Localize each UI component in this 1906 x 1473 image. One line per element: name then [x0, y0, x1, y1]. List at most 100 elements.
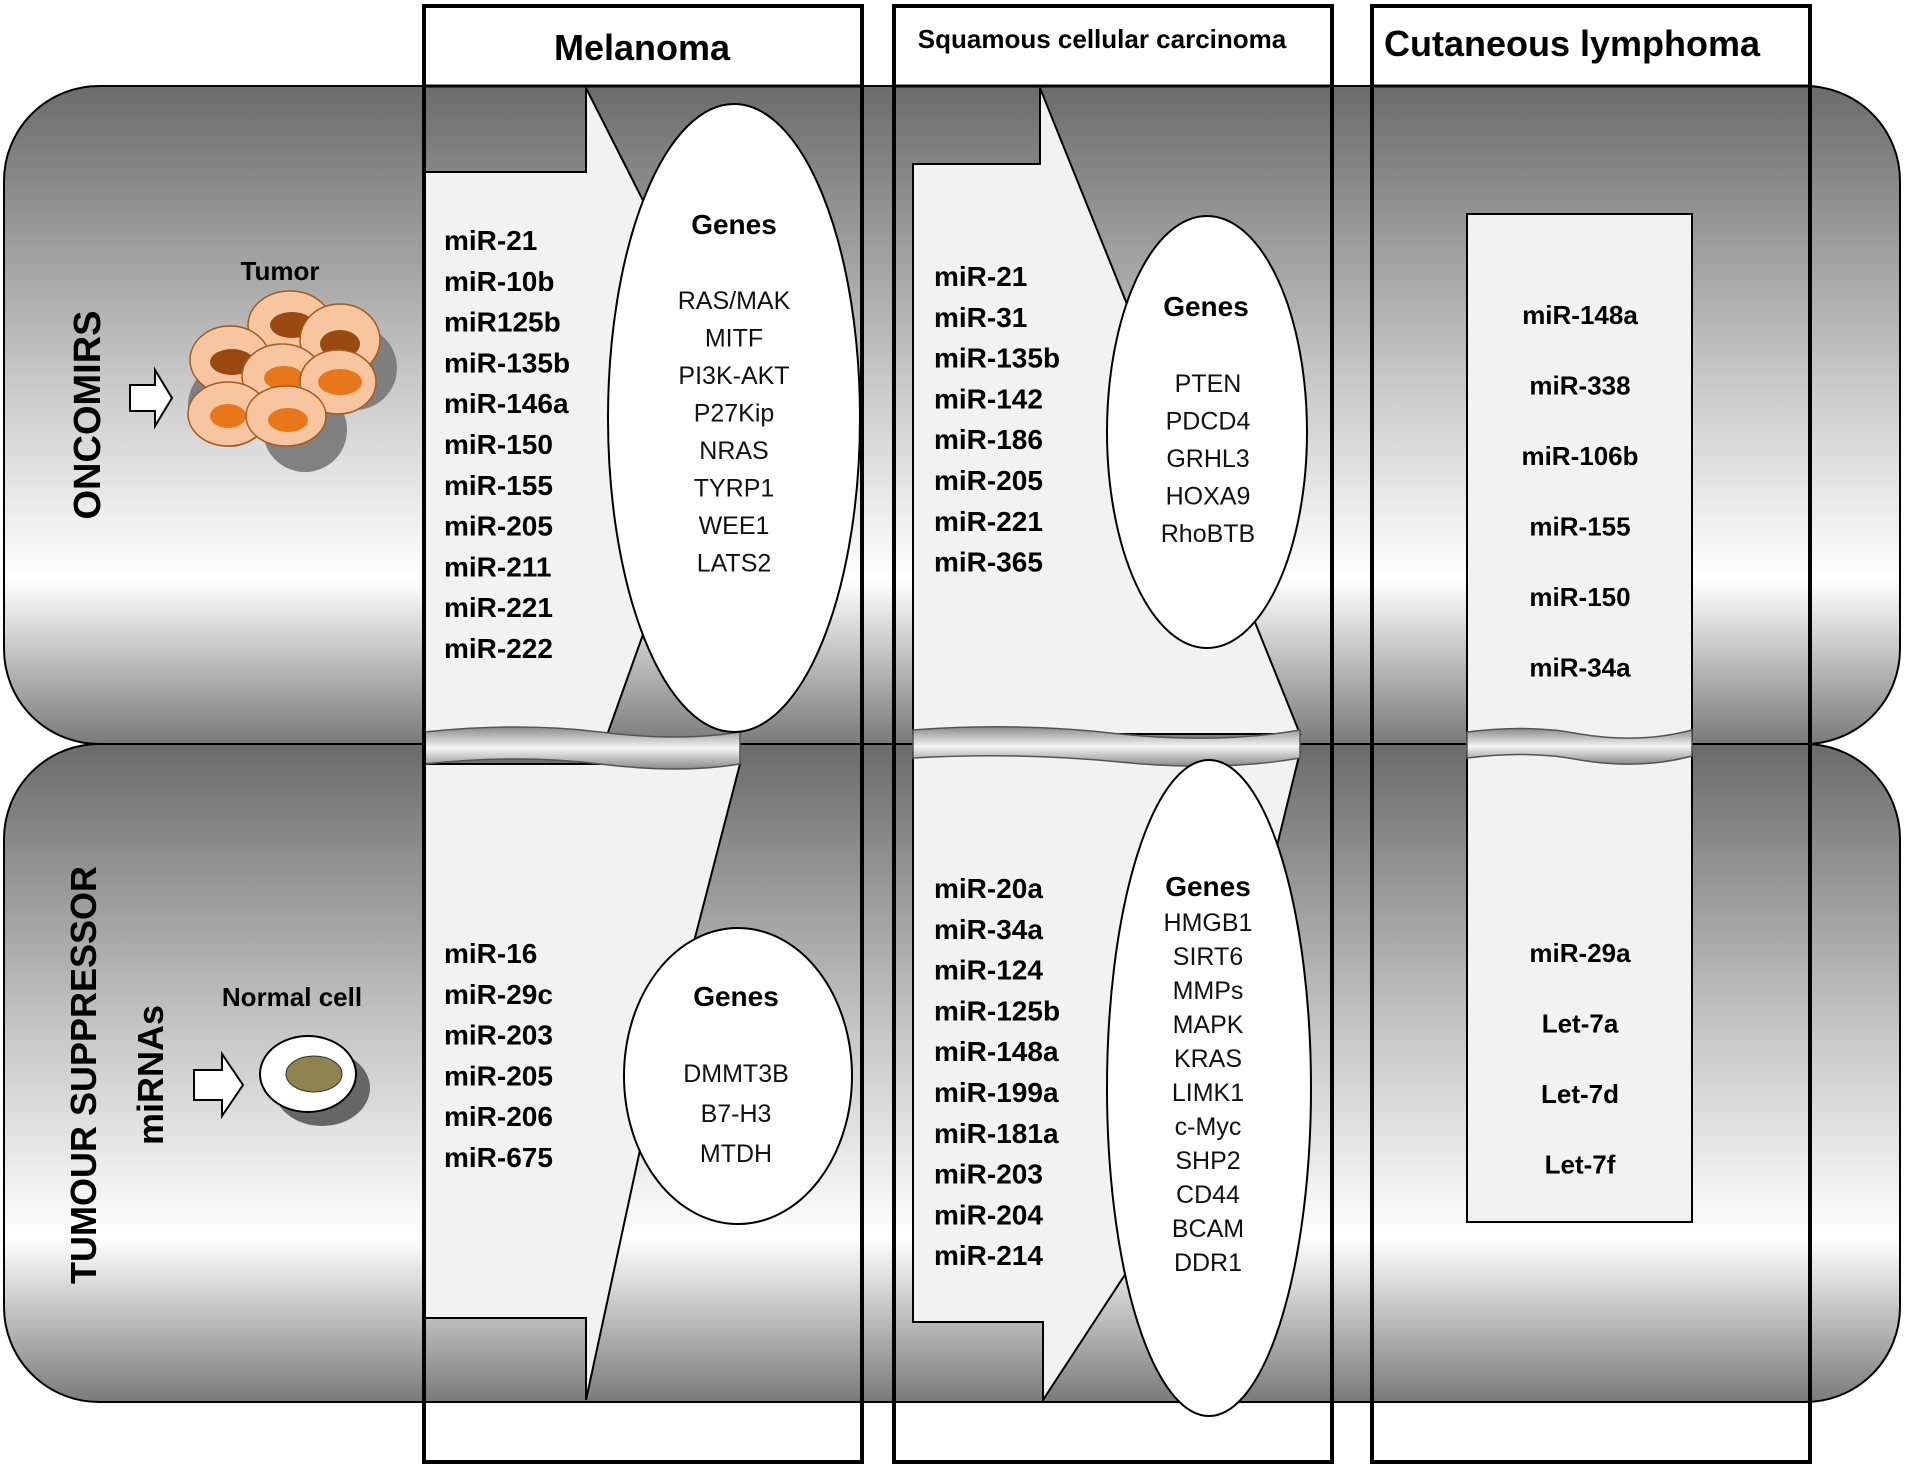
melanoma-column-frame: [422, 4, 864, 1464]
scc-supp-gene-item: BCAM: [1172, 1215, 1244, 1243]
melanoma-supp-genes-heading: Genes: [693, 981, 779, 1012]
melanoma-onco-gene-item: TYRP1: [694, 475, 775, 503]
melanoma-suppressor-mirna-item: miR-29c: [444, 979, 553, 1010]
lymphoma-supp-panel: [1466, 751, 1693, 1223]
scc-supp-gene-item: HMGB1: [1164, 909, 1253, 937]
lymphoma-suppressor-mirna-item: miR-29a: [1529, 938, 1631, 968]
scc-suppressor-mirna-item: miR-20a: [934, 873, 1043, 904]
lymphoma-oncomir-item: miR-338: [1529, 371, 1630, 401]
scc-onco-gene-item: HOXA9: [1166, 483, 1251, 511]
scc-onco-genes-heading: Genes: [1163, 291, 1249, 322]
melanoma-suppressor-mirna-item: miR-203: [444, 1020, 553, 1051]
melanoma-oncomir-item: miR-222: [444, 633, 553, 664]
melanoma-oncomir-item: miR-150: [444, 429, 553, 460]
melanoma-suppressor-mirna-item: miR-206: [444, 1101, 553, 1132]
scc-suppressor-mirna-item: miR-199a: [934, 1077, 1059, 1108]
scc-suppressor-mirna-item: miR-34a: [934, 914, 1043, 945]
tumor-cells-icon: [187, 290, 397, 472]
scc-supp-gene-item: DDR1: [1174, 1249, 1242, 1277]
melanoma-supp-genes-ellipse: [623, 927, 853, 1225]
scc-oncomir-item: miR-135b: [934, 343, 1060, 374]
melanoma-onco-gene-item: LATS2: [697, 550, 772, 578]
scc-supp-gene-item: MMPs: [1173, 977, 1244, 1005]
scc-supp-gene-item: SHP2: [1175, 1147, 1240, 1175]
scc-onco-gene-item: PDCD4: [1166, 408, 1251, 436]
lymphoma-oncomir-item: miR-155: [1529, 512, 1630, 542]
tumor-label: Tumor: [241, 256, 320, 286]
melanoma-heading: Melanoma: [554, 27, 731, 68]
melanoma-suppressor-mirna-item: miR-205: [444, 1060, 553, 1091]
melanoma-oncomir-item: miR125b: [444, 307, 561, 338]
melanoma-supp-gene-item: DMMT3B: [683, 1060, 789, 1088]
right-arrow-icon: [129, 366, 174, 430]
scc-column-frame: [892, 4, 1334, 1464]
suppressor-row-label-line2: miRNAs: [130, 1005, 171, 1145]
lymphoma-heading: Cutaneous lymphoma: [1384, 23, 1761, 64]
scc-supp-gene-item: SIRT6: [1173, 943, 1243, 971]
lymphoma-suppressor-mirna-item: Let-7a: [1542, 1009, 1619, 1039]
melanoma-supp-gene-item: B7-H3: [701, 1100, 772, 1128]
melanoma-oncomir-item: miR-10b: [444, 266, 554, 297]
scc-suppressor-mirna-item: miR-124: [934, 955, 1043, 986]
scc-suppressor-mirna-item: miR-125b: [934, 995, 1060, 1026]
scc-suppressor-mirna-item: miR-181a: [934, 1118, 1059, 1149]
lymphoma-suppressor-mirna-item: Let-7f: [1545, 1150, 1616, 1180]
scc-ribbon: [912, 726, 1301, 767]
melanoma-oncomir-item: miR-21: [444, 225, 537, 256]
scc-supp-genes-heading: Genes: [1165, 871, 1251, 902]
melanoma-onco-gene-item: PI3K-AKT: [678, 362, 789, 390]
scc-oncomir-item: miR-142: [934, 383, 1043, 414]
scc-suppressor-mirna-item: miR-214: [934, 1240, 1043, 1271]
scc-suppressor-mirna-item: miR-148a: [934, 1036, 1059, 1067]
scc-heading: Squamous cellular carcinoma: [918, 24, 1287, 54]
right-arrow-icon: [193, 1050, 245, 1120]
scc-oncomir-item: miR-21: [934, 261, 1027, 292]
melanoma-onco-genes-heading: Genes: [691, 209, 777, 240]
scc-supp-gene-item: LIMK1: [1172, 1079, 1244, 1107]
oncomirs-row-label: ONCOMIRS: [67, 311, 109, 520]
lymphoma-ribbon: [1466, 727, 1693, 765]
melanoma-oncomir-item: miR-211: [444, 551, 551, 582]
scc-onco-gene-item: RhoBTB: [1161, 520, 1255, 548]
scc-suppressor-mirna-item: miR-204: [934, 1199, 1043, 1230]
melanoma-oncomir-item: miR-135b: [444, 347, 570, 378]
scc-supp-gene-item: c-Myc: [1175, 1113, 1242, 1141]
melanoma-ribbon: [423, 726, 741, 770]
suppressor-row-label-line1: TUMOUR SUPPRESSOR: [63, 866, 104, 1284]
lymphoma-suppressor-mirna-item: Let-7d: [1541, 1079, 1619, 1109]
scc-onco-gene-item: GRHL3: [1166, 445, 1249, 473]
lymphoma-oncomir-item: miR-106b: [1521, 441, 1638, 471]
melanoma-oncomir-item: miR-221: [444, 592, 553, 623]
melanoma-suppressor-mirna-item: miR-675: [444, 1142, 553, 1173]
melanoma-onco-gene-item: MITF: [705, 325, 763, 353]
scc-supp-gene-item: MAPK: [1173, 1011, 1244, 1039]
scc-onco-genes-ellipse: [1106, 215, 1308, 649]
scc-supp-genes-ellipse: [1106, 759, 1312, 1417]
scc-oncomir-item: miR-365: [934, 547, 1043, 578]
scc-oncomir-item: miR-205: [934, 465, 1043, 496]
melanoma-supp-gene-item: MTDH: [700, 1140, 772, 1168]
scc-oncomir-item: miR-186: [934, 424, 1043, 455]
lymphoma-onco-panel: [1466, 213, 1693, 741]
melanoma-oncomir-item: miR-205: [444, 511, 553, 542]
scc-onco-gene-item: PTEN: [1175, 370, 1242, 398]
lymphoma-oncomir-item: miR-34a: [1529, 653, 1631, 683]
normal-cell-icon: [259, 1035, 370, 1126]
melanoma-oncomir-item: miR-146a: [444, 388, 569, 419]
scc-oncomir-item: miR-31: [934, 302, 1027, 333]
melanoma-oncomir-item: miR-155: [444, 470, 553, 501]
melanoma-onco-gene-item: WEE1: [699, 512, 770, 540]
melanoma-onco-gene-item: P27Kip: [694, 400, 775, 428]
melanoma-onco-gene-item: NRAS: [699, 437, 768, 465]
normal-cell-label: Normal cell: [222, 982, 362, 1012]
scc-supp-gene-item: KRAS: [1174, 1045, 1242, 1073]
scc-supp-gene-item: CD44: [1176, 1181, 1240, 1209]
lymphoma-oncomir-item: miR-148a: [1522, 300, 1638, 330]
mirna-gene-lists: miR-21 miR-10b miR125b miR-135b miR-146a miR-…: [444, 225, 1639, 1277]
scc-suppressor-mirna-item: miR-203: [934, 1159, 1043, 1190]
scc-oncomir-item: miR-221: [934, 506, 1043, 537]
lymphoma-oncomir-item: miR-150: [1529, 582, 1630, 612]
melanoma-onco-gene-item: RAS/MAK: [678, 287, 791, 315]
melanoma-suppressor-mirna-item: miR-16: [444, 938, 537, 969]
